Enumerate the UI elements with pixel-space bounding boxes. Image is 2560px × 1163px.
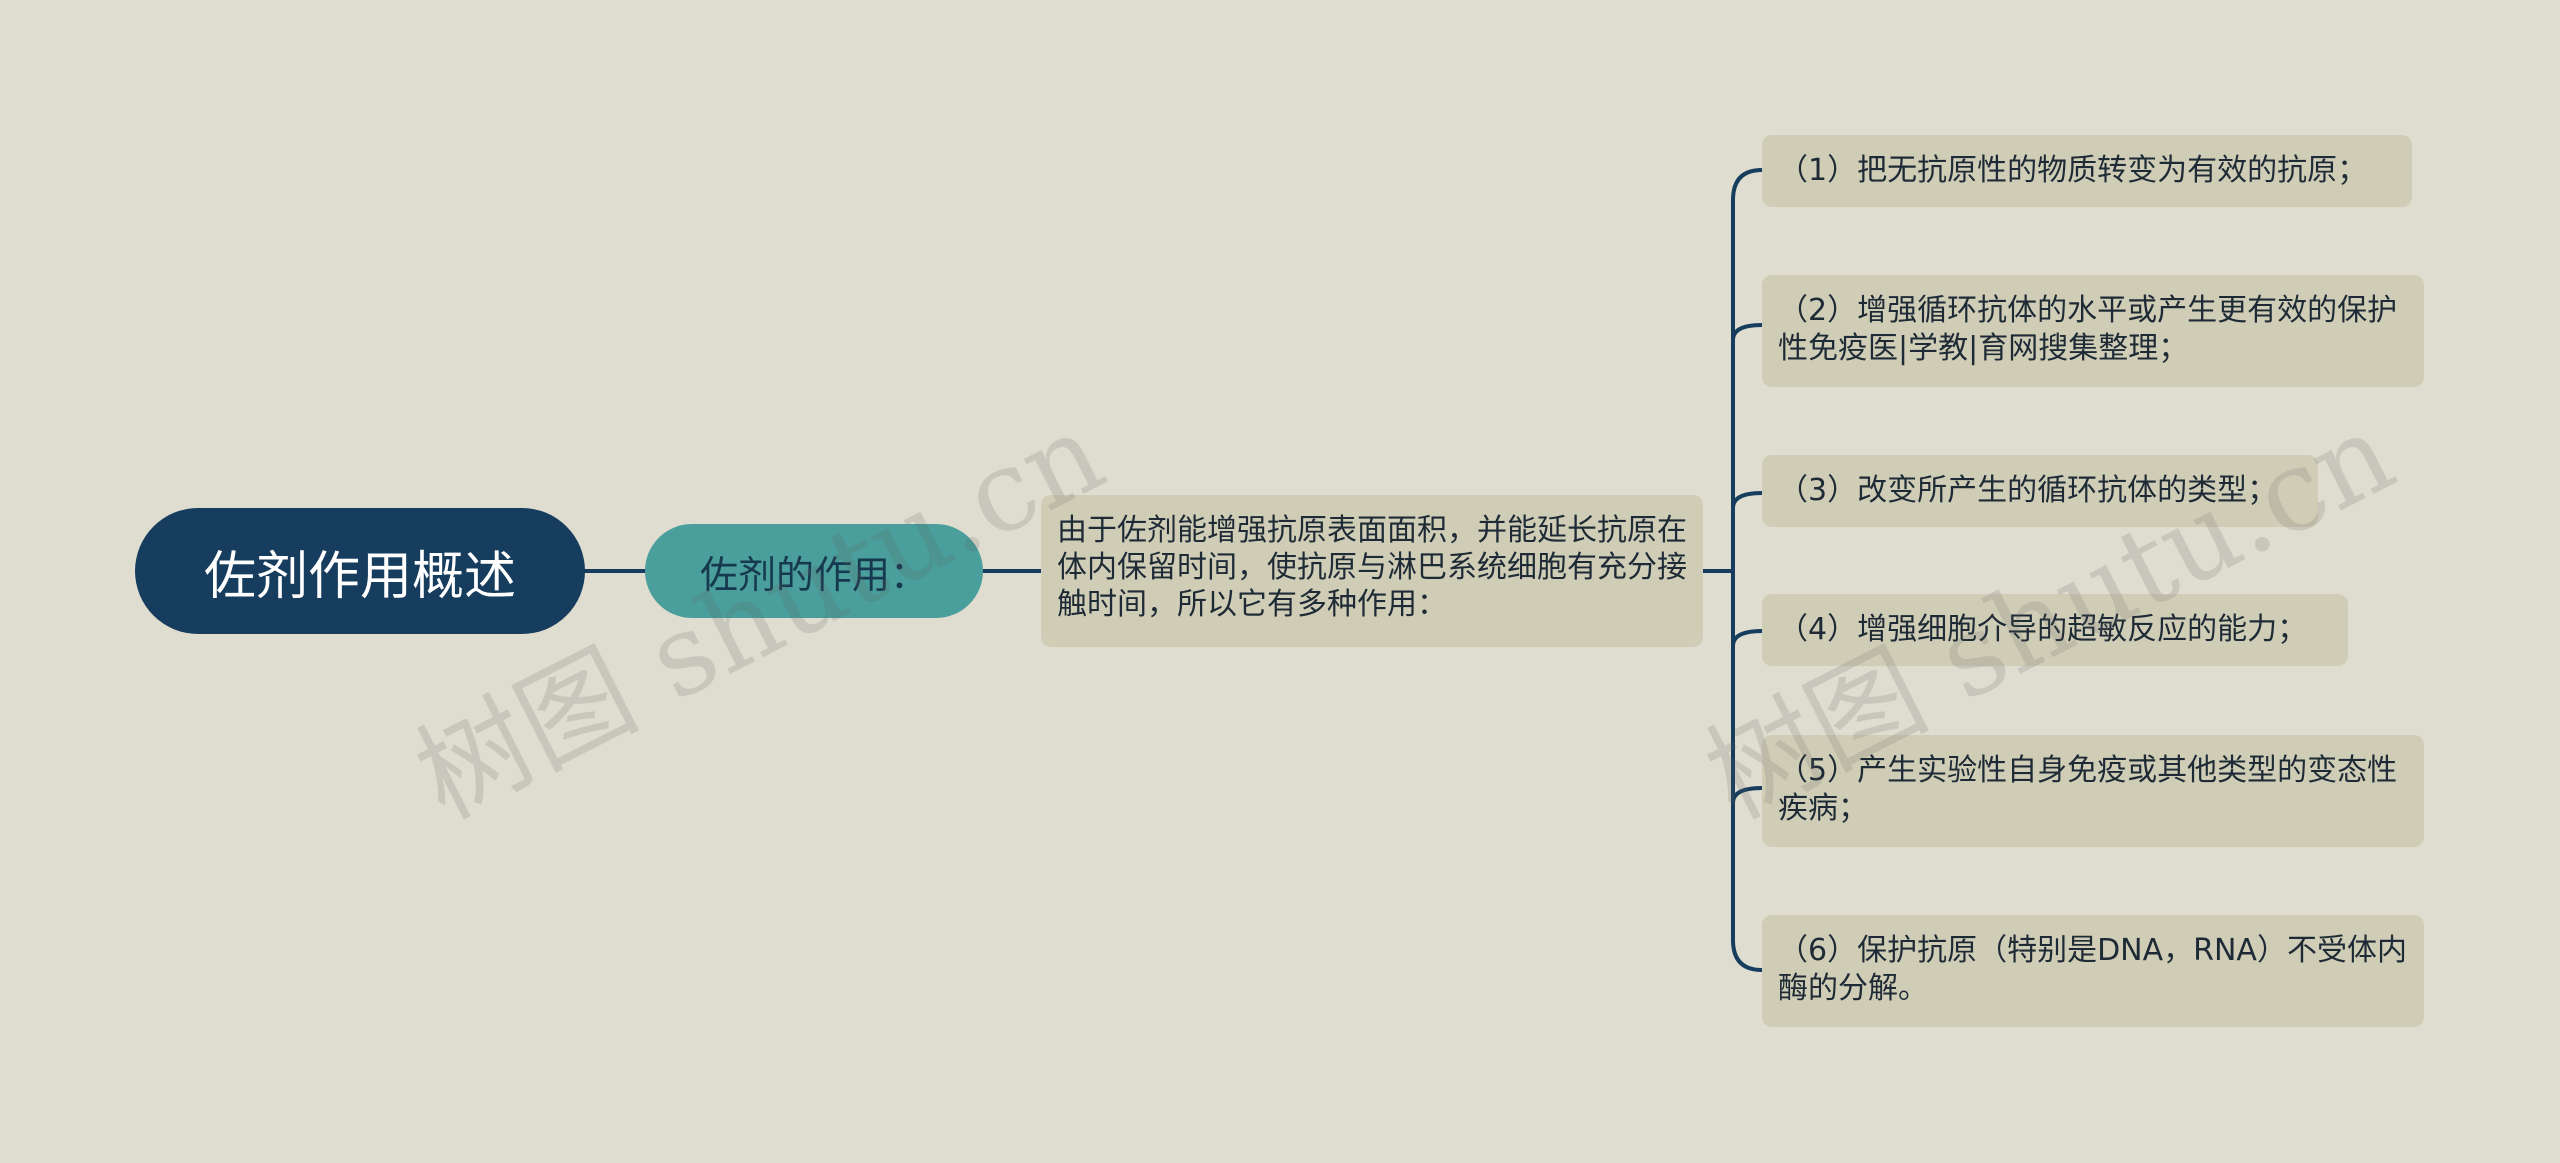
root-node-label: 佐剂作用概述 [203, 546, 516, 607]
child-node-3[interactable]: （3）改变所产生的循环抗体的类型； [1762, 455, 2318, 527]
child-node-6[interactable]: （6）保护抗原（特别是DNA，RNA）不受体内酶的分解。 [1762, 915, 2424, 1027]
child-node-4[interactable]: （4）增强细胞介导的超敏反应的能力； [1762, 594, 2348, 666]
description-text: 由于佐剂能增强抗原表面面积，并能延长抗原在体内保留时间，使抗原与淋巴系统细胞有充… [1057, 513, 1687, 622]
child-node-1[interactable]: （1）把无抗原性的物质转变为有效的抗原； [1762, 135, 2412, 207]
child-node-text: （6）保护抗原（特别是DNA，RNA）不受体内酶的分解。 [1778, 933, 2407, 1006]
branch-connector-1 [1731, 323, 1764, 342]
child-node-2[interactable]: （2）增强循环抗体的水平或产生更有效的保护性免疫医|学教|育网搜集整理； [1762, 275, 2424, 387]
branch-node-label: 佐剂的作用： [699, 552, 928, 597]
children-bracket [1731, 168, 1764, 972]
child-node-text: （2）增强循环抗体的水平或产生更有效的保护性免疫医|学教|育网搜集整理； [1778, 293, 2398, 366]
child-node-text: （5）产生实验性自身免疫或其他类型的变态性疾病； [1778, 753, 2398, 826]
child-node-text: （4）增强细胞介导的超敏反应的能力； [1778, 612, 2308, 647]
root-node[interactable]: 佐剂作用概述 [135, 508, 585, 634]
child-node-text: （3）改变所产生的循环抗体的类型； [1778, 473, 2278, 508]
branch-connector-2 [1731, 491, 1764, 510]
branch-connector-4 [1731, 786, 1764, 805]
child-node-text: （1）把无抗原性的物质转变为有效的抗原； [1778, 153, 2368, 188]
description-node[interactable]: 由于佐剂能增强抗原表面面积，并能延长抗原在体内保留时间，使抗原与淋巴系统细胞有充… [1041, 495, 1703, 647]
child-node-5[interactable]: （5）产生实验性自身免疫或其他类型的变态性疾病； [1762, 735, 2424, 847]
branch-connector-3 [1731, 629, 1764, 648]
branch-node-adjuvant-role[interactable]: 佐剂的作用： [645, 524, 983, 618]
